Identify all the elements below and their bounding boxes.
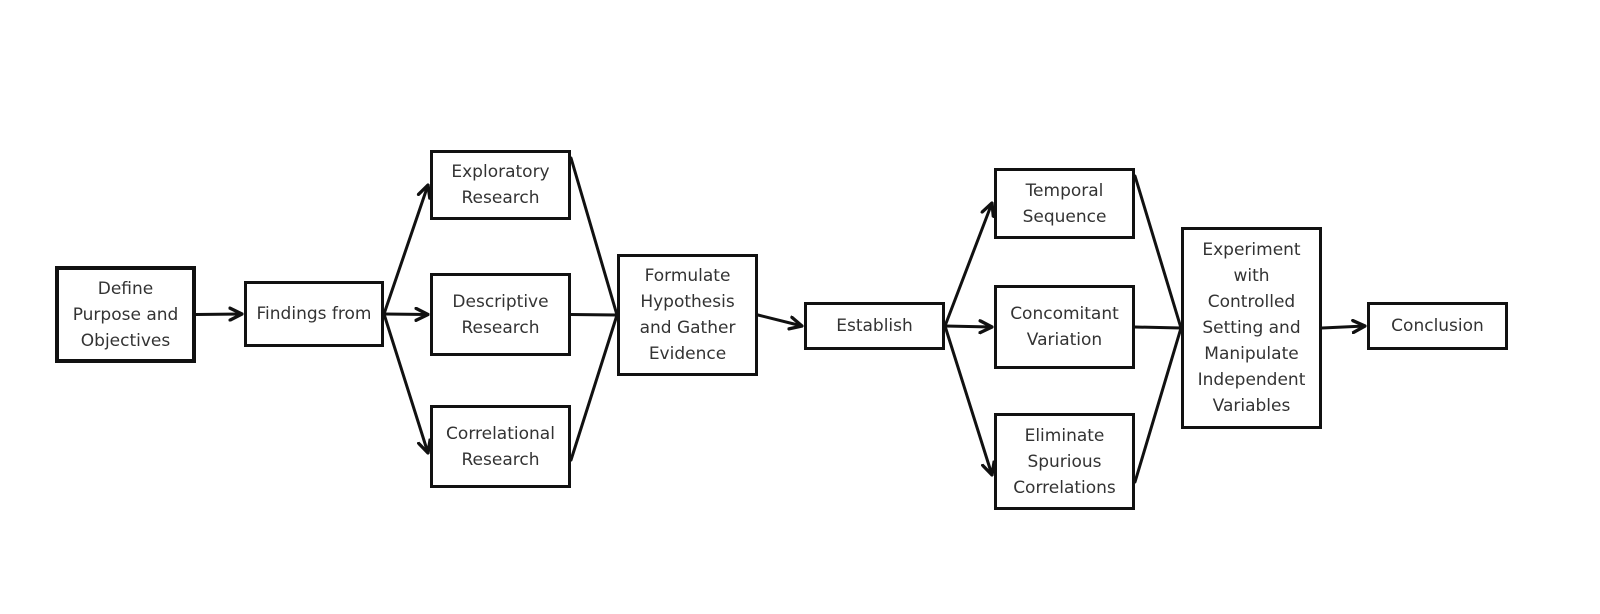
edge-concomitant-to-experiment bbox=[1133, 325, 1183, 330]
node-exploratory-research: Exploratory Research bbox=[430, 150, 571, 220]
node-findings-from: Findings from bbox=[244, 281, 384, 347]
edge-correlational-to-formulate bbox=[569, 313, 619, 462]
edge-establish-to-temporal bbox=[943, 203, 992, 328]
node-descriptive-research: Descriptive Research bbox=[430, 273, 571, 356]
node-formulate-hypothesis: Formulate Hypothesis and Gather Evidence bbox=[617, 254, 758, 376]
edge-exploratory-to-formulate bbox=[569, 156, 619, 317]
edge-findings-to-descriptive bbox=[382, 314, 428, 315]
node-conclusion: Conclusion bbox=[1367, 302, 1508, 350]
edge-formulate-to-establish bbox=[756, 313, 802, 326]
edge-temporal-to-experiment bbox=[1133, 174, 1183, 330]
edge-findings-to-correlational bbox=[382, 312, 428, 453]
node-define-purpose: Define Purpose and Objectives bbox=[55, 266, 196, 363]
edge-experiment-to-conclusion bbox=[1320, 326, 1365, 328]
node-temporal-sequence: Temporal Sequence bbox=[994, 168, 1135, 239]
edge-descriptive-to-formulate bbox=[569, 313, 619, 317]
node-concomitant-variation: Concomitant Variation bbox=[994, 285, 1135, 369]
edge-establish-to-concomitant bbox=[943, 326, 992, 327]
edge-findings-to-exploratory bbox=[382, 185, 428, 316]
edge-establish-to-eliminate bbox=[943, 324, 992, 475]
node-establish: Establish bbox=[804, 302, 945, 350]
edge-eliminate-to-experiment bbox=[1133, 326, 1183, 484]
edge-define-to-findings bbox=[194, 314, 242, 315]
node-eliminate-spurious-correlations: Eliminate Spurious Correlations bbox=[994, 413, 1135, 510]
node-correlational-research: Correlational Research bbox=[430, 405, 571, 488]
node-experiment-controlled-setting: Experiment with Controlled Setting and M… bbox=[1181, 227, 1322, 429]
